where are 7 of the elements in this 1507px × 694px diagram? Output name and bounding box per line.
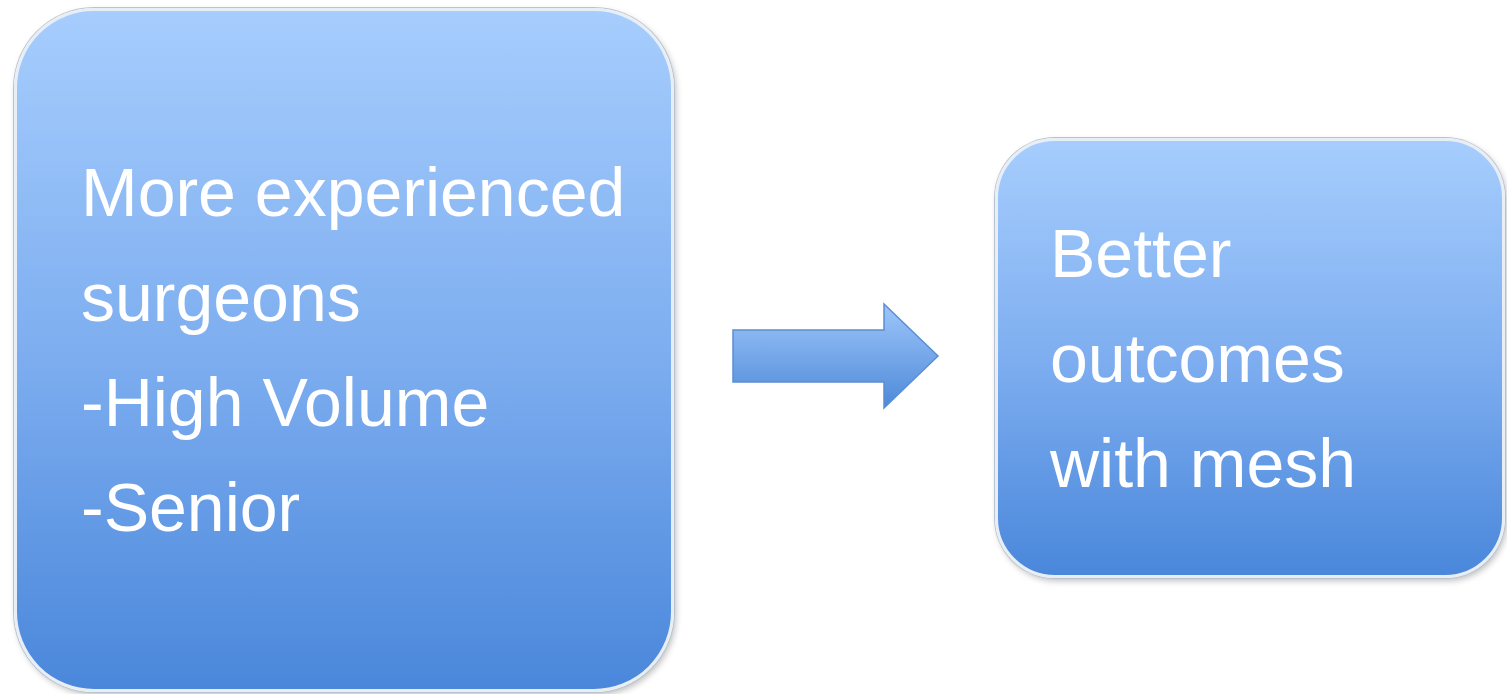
box-text: Better outcomes with mesh xyxy=(1050,213,1358,503)
rounded-box xyxy=(14,8,674,692)
box-text: -Senior xyxy=(81,468,302,547)
box-text: More experienced surgeons xyxy=(81,153,627,337)
block-arrow xyxy=(732,302,940,410)
box-text: -High Volume xyxy=(81,363,491,442)
rounded-box xyxy=(995,138,1505,578)
